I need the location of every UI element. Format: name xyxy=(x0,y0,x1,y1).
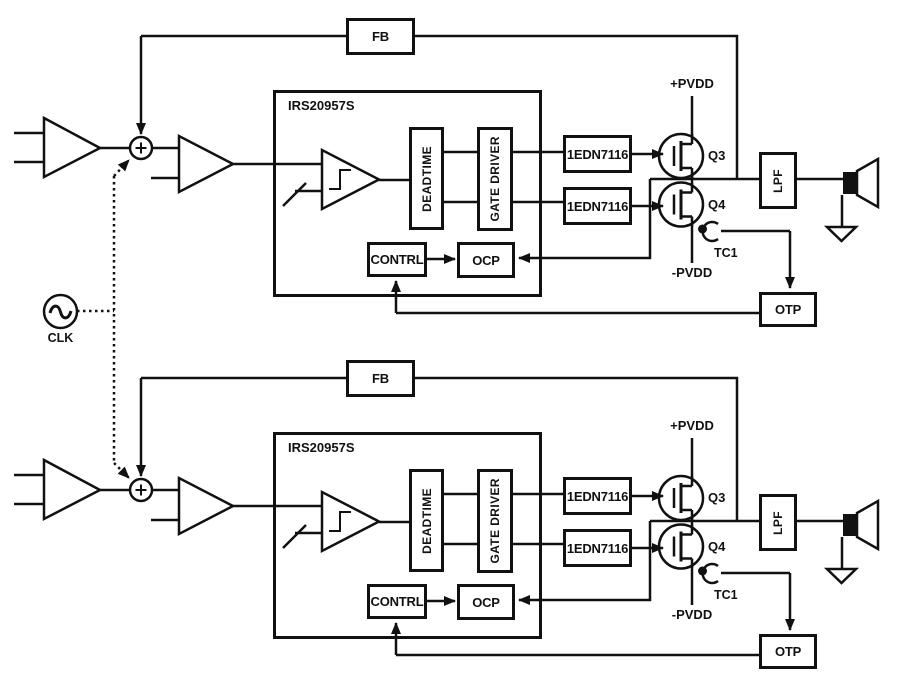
deadtime-block: DEADTIME xyxy=(409,127,444,230)
q4-label: Q4 xyxy=(708,197,726,212)
ocp-block: OCP xyxy=(457,242,515,278)
lpf-block: LPF xyxy=(759,152,797,209)
otp-block: OTP xyxy=(759,292,817,327)
pvdd-neg-label: -PVDD xyxy=(671,265,713,280)
q4-label: Q4 xyxy=(708,539,726,554)
contrl-block: CONTRL xyxy=(367,242,427,277)
irs-ic-label: IRS20957S xyxy=(288,98,355,113)
gate-driver-ic-low: 1EDN7116 xyxy=(563,187,632,225)
pvdd-pos-label: +PVDD xyxy=(670,76,714,91)
irs-ic-label: IRS20957S xyxy=(288,440,355,455)
otp-block: OTP xyxy=(759,634,817,669)
tc1-label: TC1 xyxy=(714,246,738,260)
fb-block: FB xyxy=(346,18,415,55)
pvdd-pos-label: +PVDD xyxy=(670,418,714,433)
sine-icon xyxy=(48,304,73,320)
irs-ic-block xyxy=(273,432,542,639)
clk-label: CLK xyxy=(47,331,74,345)
lpf-block: LPF xyxy=(759,494,797,551)
gate-driver-block: GATE DRIVER xyxy=(477,469,513,573)
q3-label: Q3 xyxy=(708,490,726,505)
fb-block: FB xyxy=(346,360,415,397)
gate-driver-block: GATE DRIVER xyxy=(477,127,513,231)
gate-driver-ic-high: 1EDN7116 xyxy=(563,135,632,173)
clk-arrow-top xyxy=(113,159,130,177)
deadtime-block: DEADTIME xyxy=(409,469,444,572)
pvdd-neg-label: -PVDD xyxy=(671,607,713,622)
channel-bottom: FB IRS20957S DEADTIME GATE DRIVER CONTRL… xyxy=(0,342,900,683)
gate-driver-ic-low: 1EDN7116 xyxy=(563,529,632,567)
channel-top: FB IRS20957S DEADTIME GATE DRIVER CONTRL… xyxy=(0,0,900,341)
irs-ic-block xyxy=(273,90,542,297)
q3-label: Q3 xyxy=(708,148,726,163)
gate-driver-ic-high: 1EDN7116 xyxy=(563,477,632,515)
clock-source xyxy=(42,159,130,479)
contrl-block: CONTRL xyxy=(367,584,427,619)
ocp-block: OCP xyxy=(457,584,515,620)
tc1-label: TC1 xyxy=(714,588,738,602)
clock-distribution-wires xyxy=(77,159,130,479)
